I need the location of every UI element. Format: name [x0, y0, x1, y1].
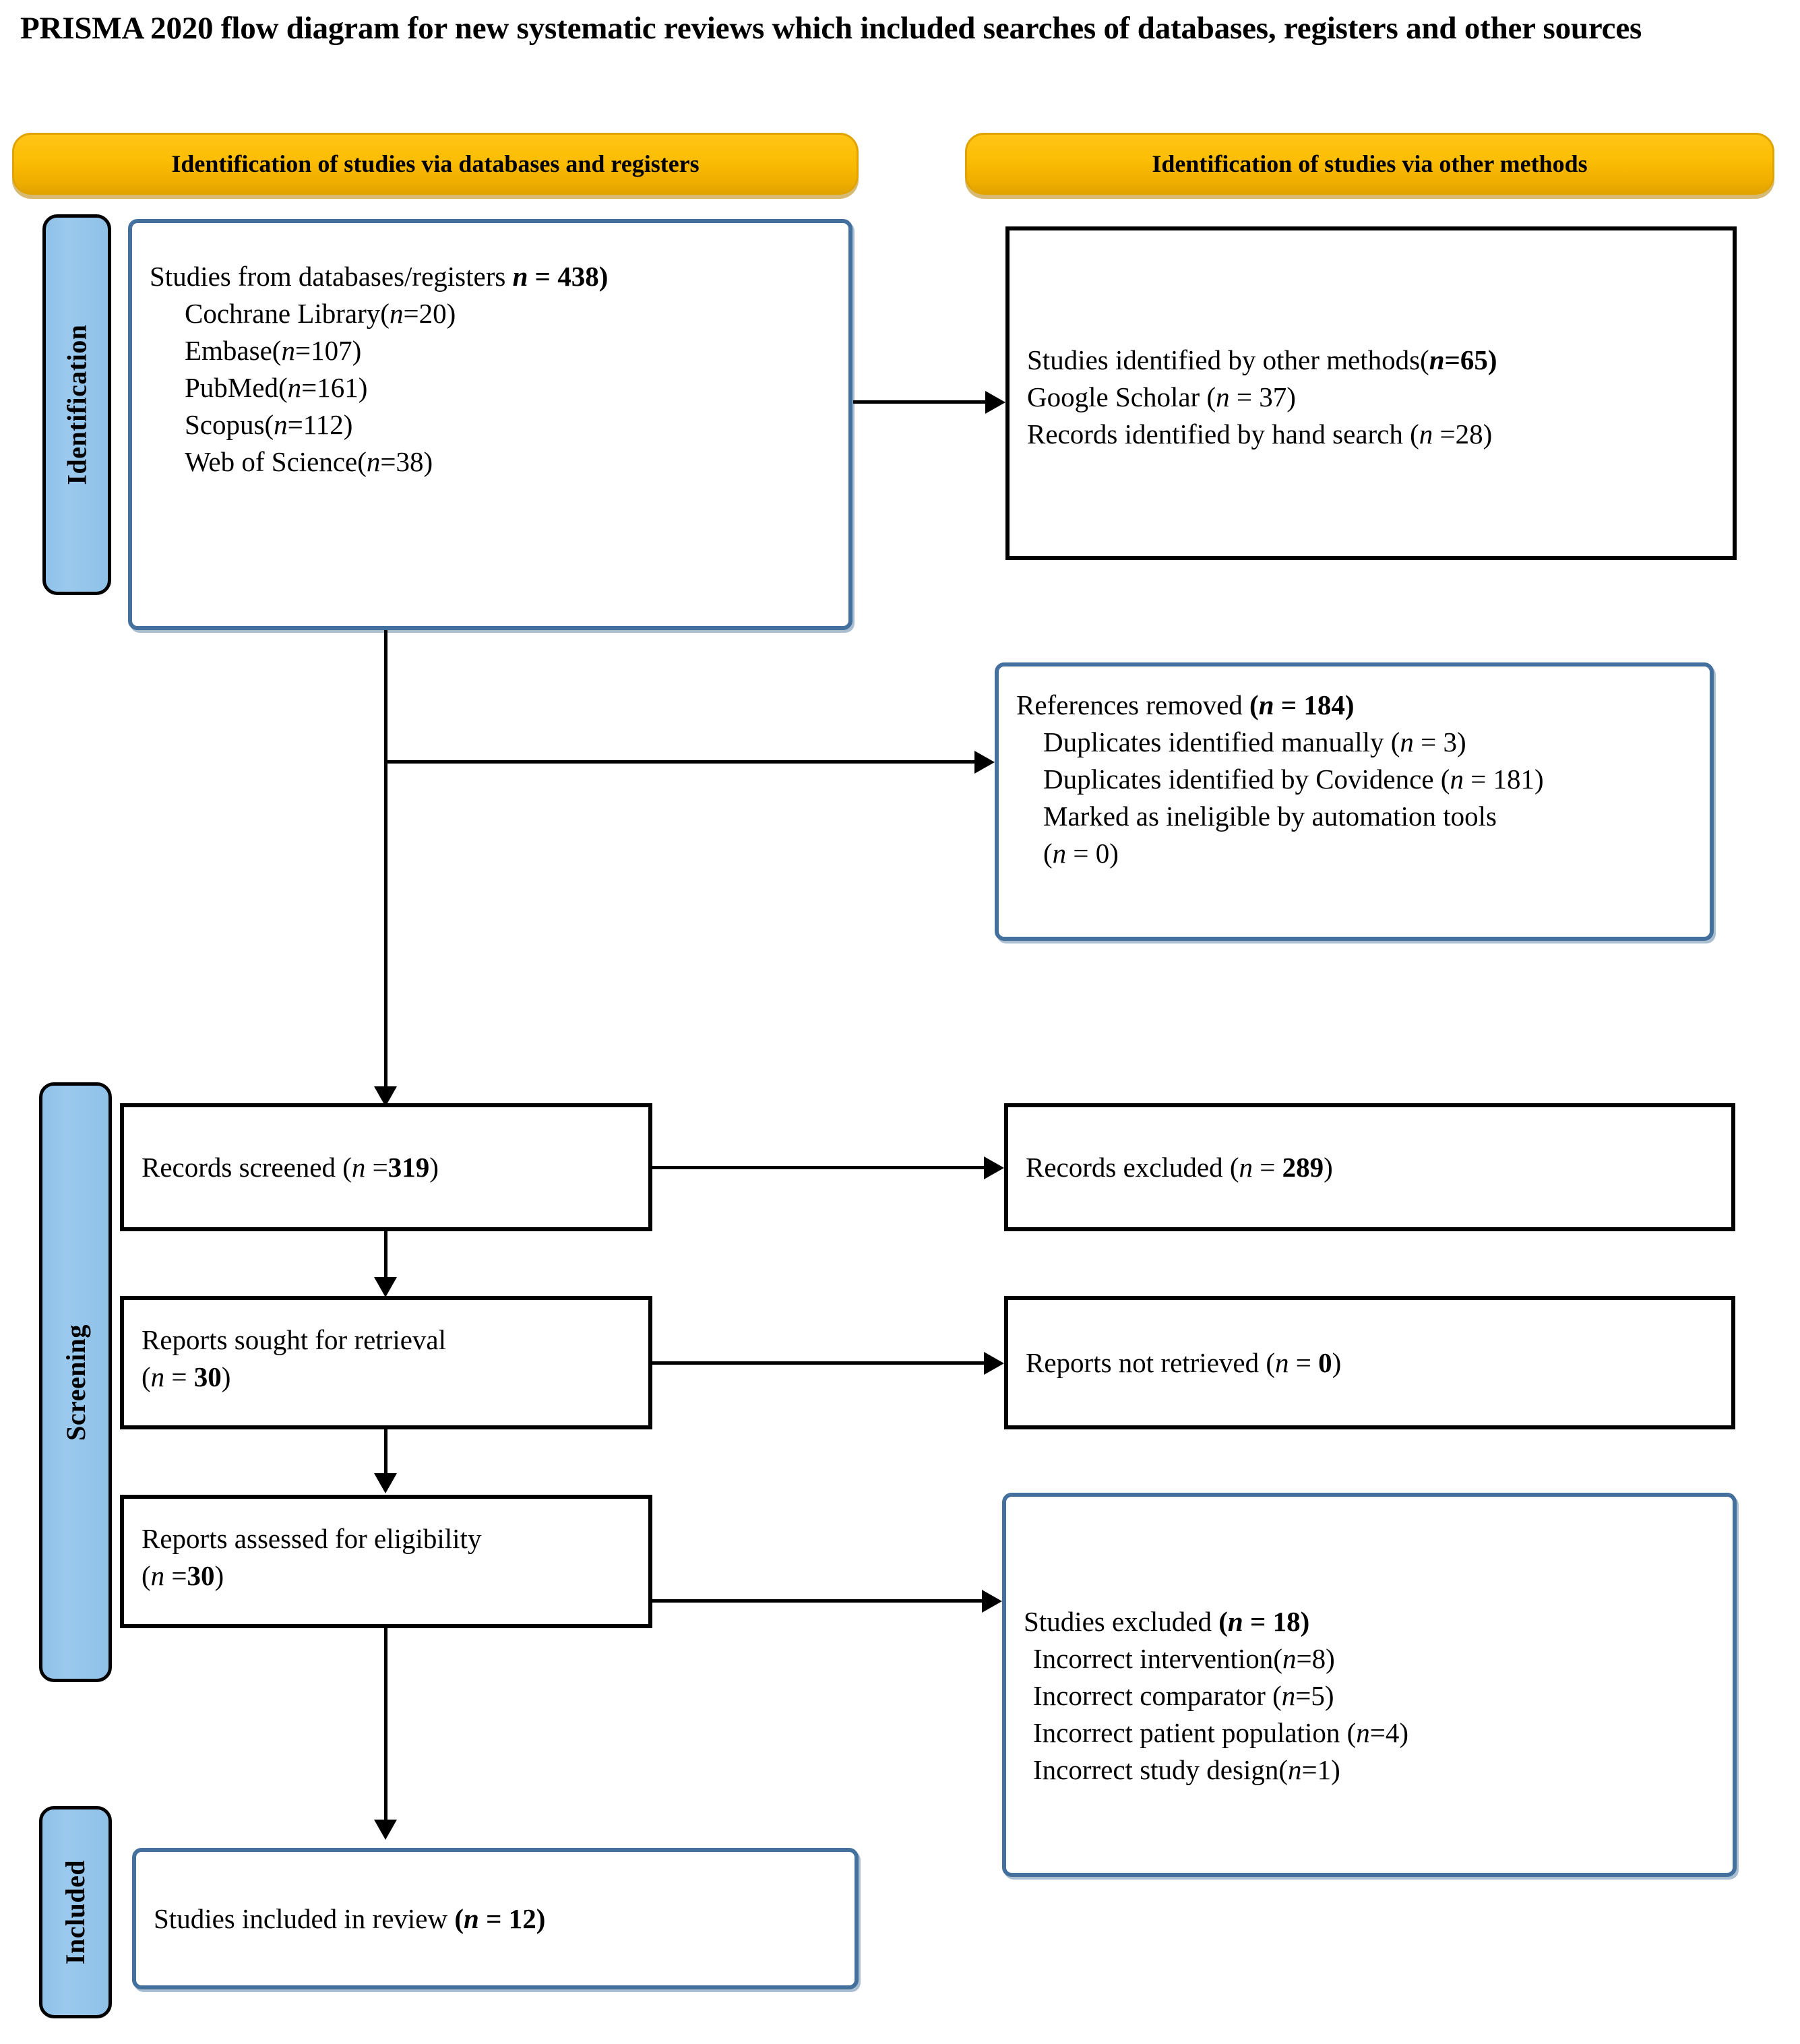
connector-screened-to-sought	[384, 1230, 387, 1277]
records-excluded-text: Records excluded (n = 289)	[1026, 1152, 1333, 1183]
arrowhead-to-records-excluded	[984, 1156, 1004, 1179]
studies-included-text: Studies included in review (n = 12)	[154, 1903, 546, 1934]
box-studies-from-databases: Studies from databases/registers n = 438…	[128, 219, 852, 630]
box-studies-other-methods: Studies identified by other methods(n=65…	[1005, 226, 1737, 560]
connector-trunk-to-references-removed	[384, 760, 974, 764]
connector-assessed-to-included	[384, 1627, 387, 1820]
box-reports-sought-for-retrieval: Reports sought for retrieval (n = 30)	[120, 1296, 652, 1429]
arrowhead-to-studies-included	[374, 1820, 397, 1840]
arrowhead-to-reports-not-retrieved	[984, 1352, 1004, 1375]
stage-screening-text: Screening	[60, 1324, 91, 1441]
ref-removed-automation: Marked as ineligible by automation tools	[1043, 800, 1497, 832]
stage-identification-text: Identification	[61, 324, 92, 485]
source-item-scopus: Scopus(n=112)	[185, 408, 353, 440]
other-line-google-scholar: Google Scholar (n = 37)	[1027, 381, 1296, 412]
stage-included-text: Included	[60, 1859, 91, 1965]
stage-label-identification: Identification	[42, 214, 111, 595]
excluded-incorrect-population: Incorrect patient population (n=4)	[1033, 1716, 1409, 1748]
reports-assessed-n: (n =30)	[142, 1559, 224, 1591]
connector-sources-trunk-vertical	[384, 630, 387, 1103]
box-studies-excluded: Studies excluded (n = 18) Incorrect inte…	[1002, 1493, 1737, 1877]
box-references-removed: References removed (n = 184) Duplicates …	[995, 662, 1714, 941]
source-item-cochrane: Cochrane Library(n=20)	[185, 297, 456, 329]
excluded-incorrect-intervention: Incorrect intervention(n=8)	[1033, 1642, 1335, 1674]
header-databases-and-registers: Identification of studies via databases …	[12, 133, 859, 195]
header-other-methods-label: Identification of studies via other meth…	[1152, 150, 1588, 177]
source-item-embase: Embase(n=107)	[185, 334, 362, 366]
ref-removed-automation-n: (n = 0)	[1043, 837, 1119, 869]
reports-sought-label: Reports sought for retrieval	[142, 1324, 447, 1355]
ref-removed-dup-manual: Duplicates identified manually (n = 3)	[1043, 726, 1466, 757]
source-item-web-of-science: Web of Science(n=38)	[185, 445, 433, 477]
reports-sought-n: (n = 30)	[142, 1361, 231, 1392]
excluded-incorrect-comparator: Incorrect comparator (n=5)	[1033, 1679, 1334, 1711]
excluded-incorrect-design: Incorrect study design(n=1)	[1033, 1754, 1340, 1785]
other-line-hand-search: Records identified by hand search (n =28…	[1027, 418, 1493, 450]
box-records-excluded: Records excluded (n = 289)	[1004, 1103, 1735, 1231]
connector-sought-to-assessed	[384, 1428, 387, 1473]
studies-excluded-heading: Studies excluded (n = 18)	[1024, 1606, 1310, 1637]
box-reports-assessed-for-eligibility: Reports assessed for eligibility (n =30)	[120, 1495, 652, 1628]
connector-screened-to-excluded	[651, 1166, 984, 1169]
stage-label-screening: Screening	[39, 1082, 112, 1682]
connector-sought-to-not-retrieved	[651, 1361, 984, 1365]
header-other-methods: Identification of studies via other meth…	[965, 133, 1774, 195]
records-screened-text: Records screened (n =319)	[142, 1152, 439, 1183]
ref-removed-dup-covidence: Duplicates identified by Covidence (n = …	[1043, 763, 1544, 795]
arrowhead-to-references-removed	[974, 751, 995, 774]
arrowhead-to-records-screened	[374, 1086, 397, 1107]
reports-assessed-label: Reports assessed for eligibility	[142, 1523, 482, 1554]
arrowhead-to-reports-assessed	[374, 1473, 397, 1493]
page-title: PRISMA 2020 flow diagram for new systema…	[20, 11, 1642, 46]
reports-not-retrieved-text: Reports not retrieved (n = 0)	[1026, 1347, 1342, 1378]
sources-heading: Studies from databases/registers n = 438…	[150, 261, 609, 292]
arrowhead-to-other-methods	[985, 391, 1005, 414]
arrowhead-to-studies-excluded	[982, 1590, 1002, 1613]
connector-sources-to-other-methods	[853, 400, 985, 404]
box-reports-not-retrieved: Reports not retrieved (n = 0)	[1004, 1296, 1735, 1429]
sources-heading-n: = 438)	[528, 261, 609, 292]
box-studies-included-in-review: Studies included in review (n = 12)	[132, 1848, 859, 1989]
source-item-pubmed: PubMed(n=161)	[185, 371, 368, 403]
header-databases-label: Identification of studies via databases …	[171, 150, 700, 177]
box-records-screened: Records screened (n =319)	[120, 1103, 652, 1231]
stage-label-included: Included	[39, 1806, 112, 2018]
connector-assessed-to-studies-excluded	[651, 1599, 982, 1603]
references-removed-heading: References removed (n = 184)	[1016, 689, 1355, 720]
arrowhead-to-reports-sought	[374, 1277, 397, 1297]
other-line-studies-identified: Studies identified by other methods(n=65…	[1027, 344, 1497, 375]
